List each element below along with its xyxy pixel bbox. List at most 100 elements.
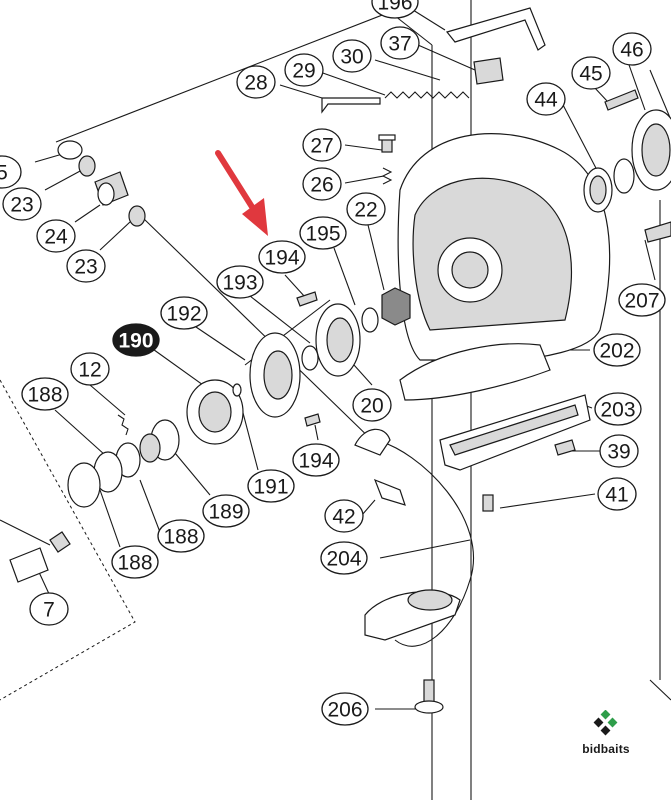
part-washer-5 [57,140,83,160]
callout-number: 37 [388,33,411,56]
part-spring-12 [117,414,129,436]
callout-number: 202 [599,340,634,363]
callout-42: 42 [324,499,364,533]
part-bail-arm-203 [439,394,591,471]
callout-206: 206 [321,692,369,726]
part-screw-27 [378,134,396,153]
callout-number: 204 [326,548,361,571]
callout-46: 46 [612,32,652,66]
callout-number: 207 [624,290,659,313]
callout-22: 22 [346,192,386,226]
callout-188: 188 [111,545,159,579]
callout-number: 190 [118,330,153,353]
callout-23: 23 [2,187,42,221]
part-line-roller-bracket [364,589,461,641]
callout-number: 195 [305,223,340,246]
callout-188: 188 [157,519,205,553]
callout-192: 192 [160,296,208,330]
callout-27: 27 [302,128,342,162]
part-handle-knob-37 [473,57,504,85]
callout-number: 24 [44,226,68,249]
brand-logo: bidbaits [574,709,638,756]
diamond-cluster-icon [593,709,618,736]
callout-195: 195 [299,216,347,250]
part-bushing-23-bottom [128,205,146,227]
callout-number: 194 [298,450,333,473]
part-pin-42 [373,478,406,506]
callout-number: 41 [605,484,628,507]
part-washer-44 [583,167,613,213]
callout-number: 22 [354,199,377,222]
callout-24: 24 [36,219,76,253]
callout-labels: 196 37 30 29 28 46 45 44 27 26 22 195 194 193 192 190 12… [0,0,666,726]
callout-number: 26 [310,174,333,197]
callout-number: 196 [377,0,412,15]
part-collar-189 [139,419,180,463]
callout-number: 30 [340,46,363,69]
callout-number: 188 [117,552,152,575]
callout-number: 29 [292,60,315,83]
part-nut-22 [381,287,411,326]
part-clutch-20 [315,303,361,377]
callout-number: 23 [74,256,97,279]
callout-44: 44 [526,82,566,116]
highlight-arrow [215,150,268,236]
callout-number: 5 [0,162,8,185]
part-spring-30 [384,91,470,99]
callout-39: 39 [599,434,639,468]
part-bushing-23-top [78,155,96,177]
callout-number: 194 [264,247,299,270]
callout-number: 193 [222,272,257,295]
callout-204: 204 [320,541,368,575]
callout-45: 45 [571,56,611,90]
callout-number: 206 [327,699,362,722]
part-screw-41 [482,494,494,512]
sub-assembly-dashed-outline [0,379,136,701]
part-screw-45 [604,89,639,111]
callout-203: 203 [594,392,642,426]
part-washer-193 [301,345,319,371]
part-screw-194-upper [296,291,318,307]
part-crank-arm-196 [445,7,546,51]
callout-194: 194 [292,443,340,477]
part-spring-26 [381,167,393,185]
callout-29: 29 [284,53,324,87]
part-washer-195 [361,307,379,333]
callout-number: 45 [579,63,602,86]
callout-41: 41 [597,477,637,511]
callout-number: 188 [163,526,198,549]
part-screw-194-lower [304,413,321,427]
part-rotor-body-202 [397,133,611,401]
part-bearing-190 [186,379,244,445]
callout-12: 12 [70,352,110,386]
callout-number: 203 [600,399,635,422]
callout-number: 28 [244,72,267,95]
callout-207: 207 [618,283,666,317]
callout-20: 20 [352,388,392,422]
callout-194: 194 [258,240,306,274]
part-screw-207-area [644,221,671,243]
callout-26: 26 [302,167,342,201]
callout-190: 190 [112,323,160,357]
part-screw-39 [554,439,576,456]
callout-number: 191 [253,476,288,499]
brand-name: bidbaits [582,742,630,756]
callout-189: 189 [202,494,250,528]
callout-number: 7 [43,599,55,622]
callout-196: 196 [371,0,419,19]
callout-28: 28 [236,65,276,99]
callout-7: 7 [29,592,69,626]
callout-30: 30 [332,39,372,73]
callout-number: 20 [360,395,383,418]
part-pin-28 [321,97,381,114]
callout-number: 188 [27,384,62,407]
callout-number: 44 [534,89,558,112]
callout-number: 27 [310,135,333,158]
callout-202: 202 [593,333,641,367]
callout-number: 46 [620,39,643,62]
callout-number: 12 [78,359,101,382]
part-shaft-191 [232,383,242,397]
part-bail-wire-204 [354,428,475,647]
